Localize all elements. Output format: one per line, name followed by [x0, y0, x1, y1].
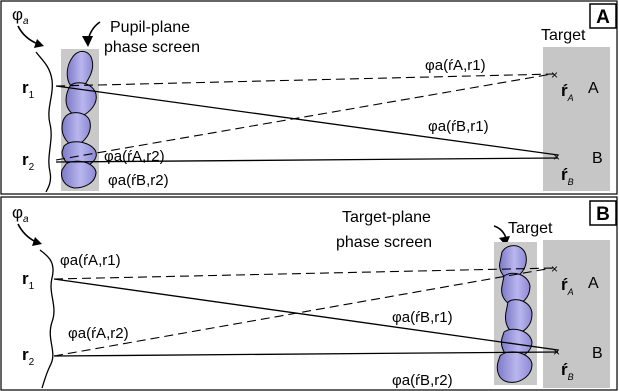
target-region-b — [543, 240, 610, 388]
target-point-a-marker-b: × — [551, 262, 558, 276]
point-a-label-b: A — [588, 275, 599, 292]
screen-caption-b-line1: Target-plane — [342, 209, 431, 226]
r1-label-b: r1 — [22, 269, 35, 292]
ray-b-r1-to-B — [53, 278, 559, 351]
target-caption: Target — [541, 27, 586, 44]
r-prime-a: ŕA — [561, 81, 574, 103]
panel-a: A Target φa Pupil-plane phase screen r1 … — [0, 0, 618, 195]
phase-symbol-b: φa — [12, 203, 29, 225]
r2-label: r2 — [22, 150, 35, 173]
target-caption-b: Target — [508, 220, 553, 237]
ray-b-r2-to-B — [53, 351, 559, 357]
screen-caption-b-line2: phase screen — [336, 234, 432, 251]
ray-r1-to-B — [55, 85, 559, 156]
r-prime-a-b: ŕA — [561, 275, 574, 297]
point-b-label-b: B — [592, 345, 603, 362]
path-label-b-r1: φa(ŕB,r1) — [428, 118, 489, 135]
path-label-b-a-r1: φa(ŕA,r1) — [60, 252, 121, 269]
point-a-label: A — [588, 80, 599, 97]
target-region — [543, 47, 610, 191]
wavefront-curve — [35, 51, 53, 193]
path-label-b-b-r2: φa(ŕB,r2) — [392, 372, 453, 389]
panel-a-label: A — [596, 7, 610, 28]
r1-label: r1 — [22, 78, 35, 101]
screen-arrowhead — [82, 36, 93, 47]
panel-b-label-box — [589, 200, 617, 226]
phase-arrowhead — [34, 39, 44, 48]
screen-caption-line2: phase screen — [104, 39, 200, 56]
panel-a-label-box — [589, 3, 617, 29]
target-point-b-marker-b: × — [553, 345, 560, 359]
path-label-a-r2: φa(ŕA,r2) — [104, 148, 165, 165]
target-arrowhead — [499, 236, 510, 246]
r-prime-b: ŕB — [561, 165, 574, 187]
phase-symbol: φa — [12, 5, 29, 27]
r-prime-b-b: ŕB — [561, 360, 574, 382]
panel-b: B Target φa Target-plane phase screen r1… — [0, 196, 618, 391]
path-label-a-r1: φa(ŕA,r1) — [425, 57, 486, 74]
phase-arrowhead-b — [32, 237, 42, 246]
ray-b-r2-to-A — [53, 267, 553, 357]
wavefront-curve-b — [39, 249, 55, 389]
path-label-b-a-r2: φa(ŕA,r2) — [68, 325, 129, 342]
target-point-b-marker: × — [553, 150, 560, 164]
panel-b-label: B — [596, 204, 610, 225]
screen-caption-line1: Pupil-plane — [110, 19, 190, 36]
path-label-b-r2: φa(ŕB,r2) — [108, 172, 169, 189]
target-arrow — [493, 225, 507, 239]
phase-arrow — [17, 25, 39, 45]
ray-r2-to-B — [55, 157, 559, 163]
turbulence-cells-b — [496, 245, 533, 383]
path-label-b-b-r1: φa(ŕB,r1) — [392, 309, 453, 326]
point-b-label: B — [592, 150, 603, 167]
target-point-a-marker: × — [551, 68, 558, 82]
r2-label-b: r2 — [22, 345, 35, 368]
